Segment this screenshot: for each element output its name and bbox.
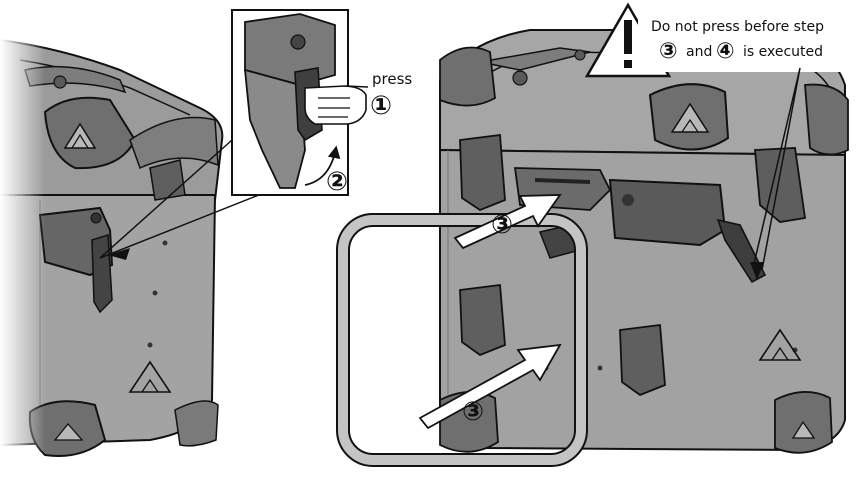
- step-2-arrow: [304, 145, 341, 186]
- warning-step-3: ③: [659, 39, 678, 64]
- corner-cap-top: [43, 96, 137, 170]
- release-lever-left: [91, 233, 113, 314]
- step-3-marker-upper: ③: [491, 210, 513, 240]
- step-3-marker-lower: ③: [462, 397, 484, 427]
- warning-and: and: [686, 44, 712, 60]
- press-label: press: [372, 70, 412, 88]
- callout-line: [99, 139, 233, 259]
- detail-inset: [231, 9, 369, 196]
- mounting-clamp-upper-right: [608, 178, 727, 247]
- left-case: [0, 0, 224, 483]
- warning-pointer: [761, 67, 801, 271]
- mounting-frame: [336, 213, 588, 467]
- mountain-logo-icon: [758, 328, 802, 361]
- lid-handle: [479, 47, 591, 71]
- warning-pointer: [752, 67, 801, 269]
- warning-rest: is executed: [743, 44, 823, 60]
- step-1-marker: ①: [370, 91, 392, 121]
- lid-handle: [24, 65, 127, 94]
- warning-line-1: Do not press before step: [651, 19, 824, 35]
- right-case: [439, 29, 849, 454]
- mountain-logo-icon: [128, 360, 172, 393]
- step-3-arrow-upper: [453, 194, 562, 250]
- mountain-logo-icon: [63, 122, 97, 149]
- mounting-clamp-lower-right: [619, 323, 666, 397]
- pointing-hand-icon: [304, 85, 369, 125]
- step-3-arrow-lower: [418, 343, 562, 430]
- mounting-clamp-lower-left: [459, 283, 506, 357]
- mountain-logo-icon: [670, 102, 710, 133]
- mounting-clamp-upper-left: [459, 133, 506, 212]
- warning-step-4: ④: [716, 39, 735, 64]
- latch-top: [149, 159, 186, 201]
- warning-callout: [584, 2, 850, 78]
- step-2-marker: ②: [326, 167, 348, 197]
